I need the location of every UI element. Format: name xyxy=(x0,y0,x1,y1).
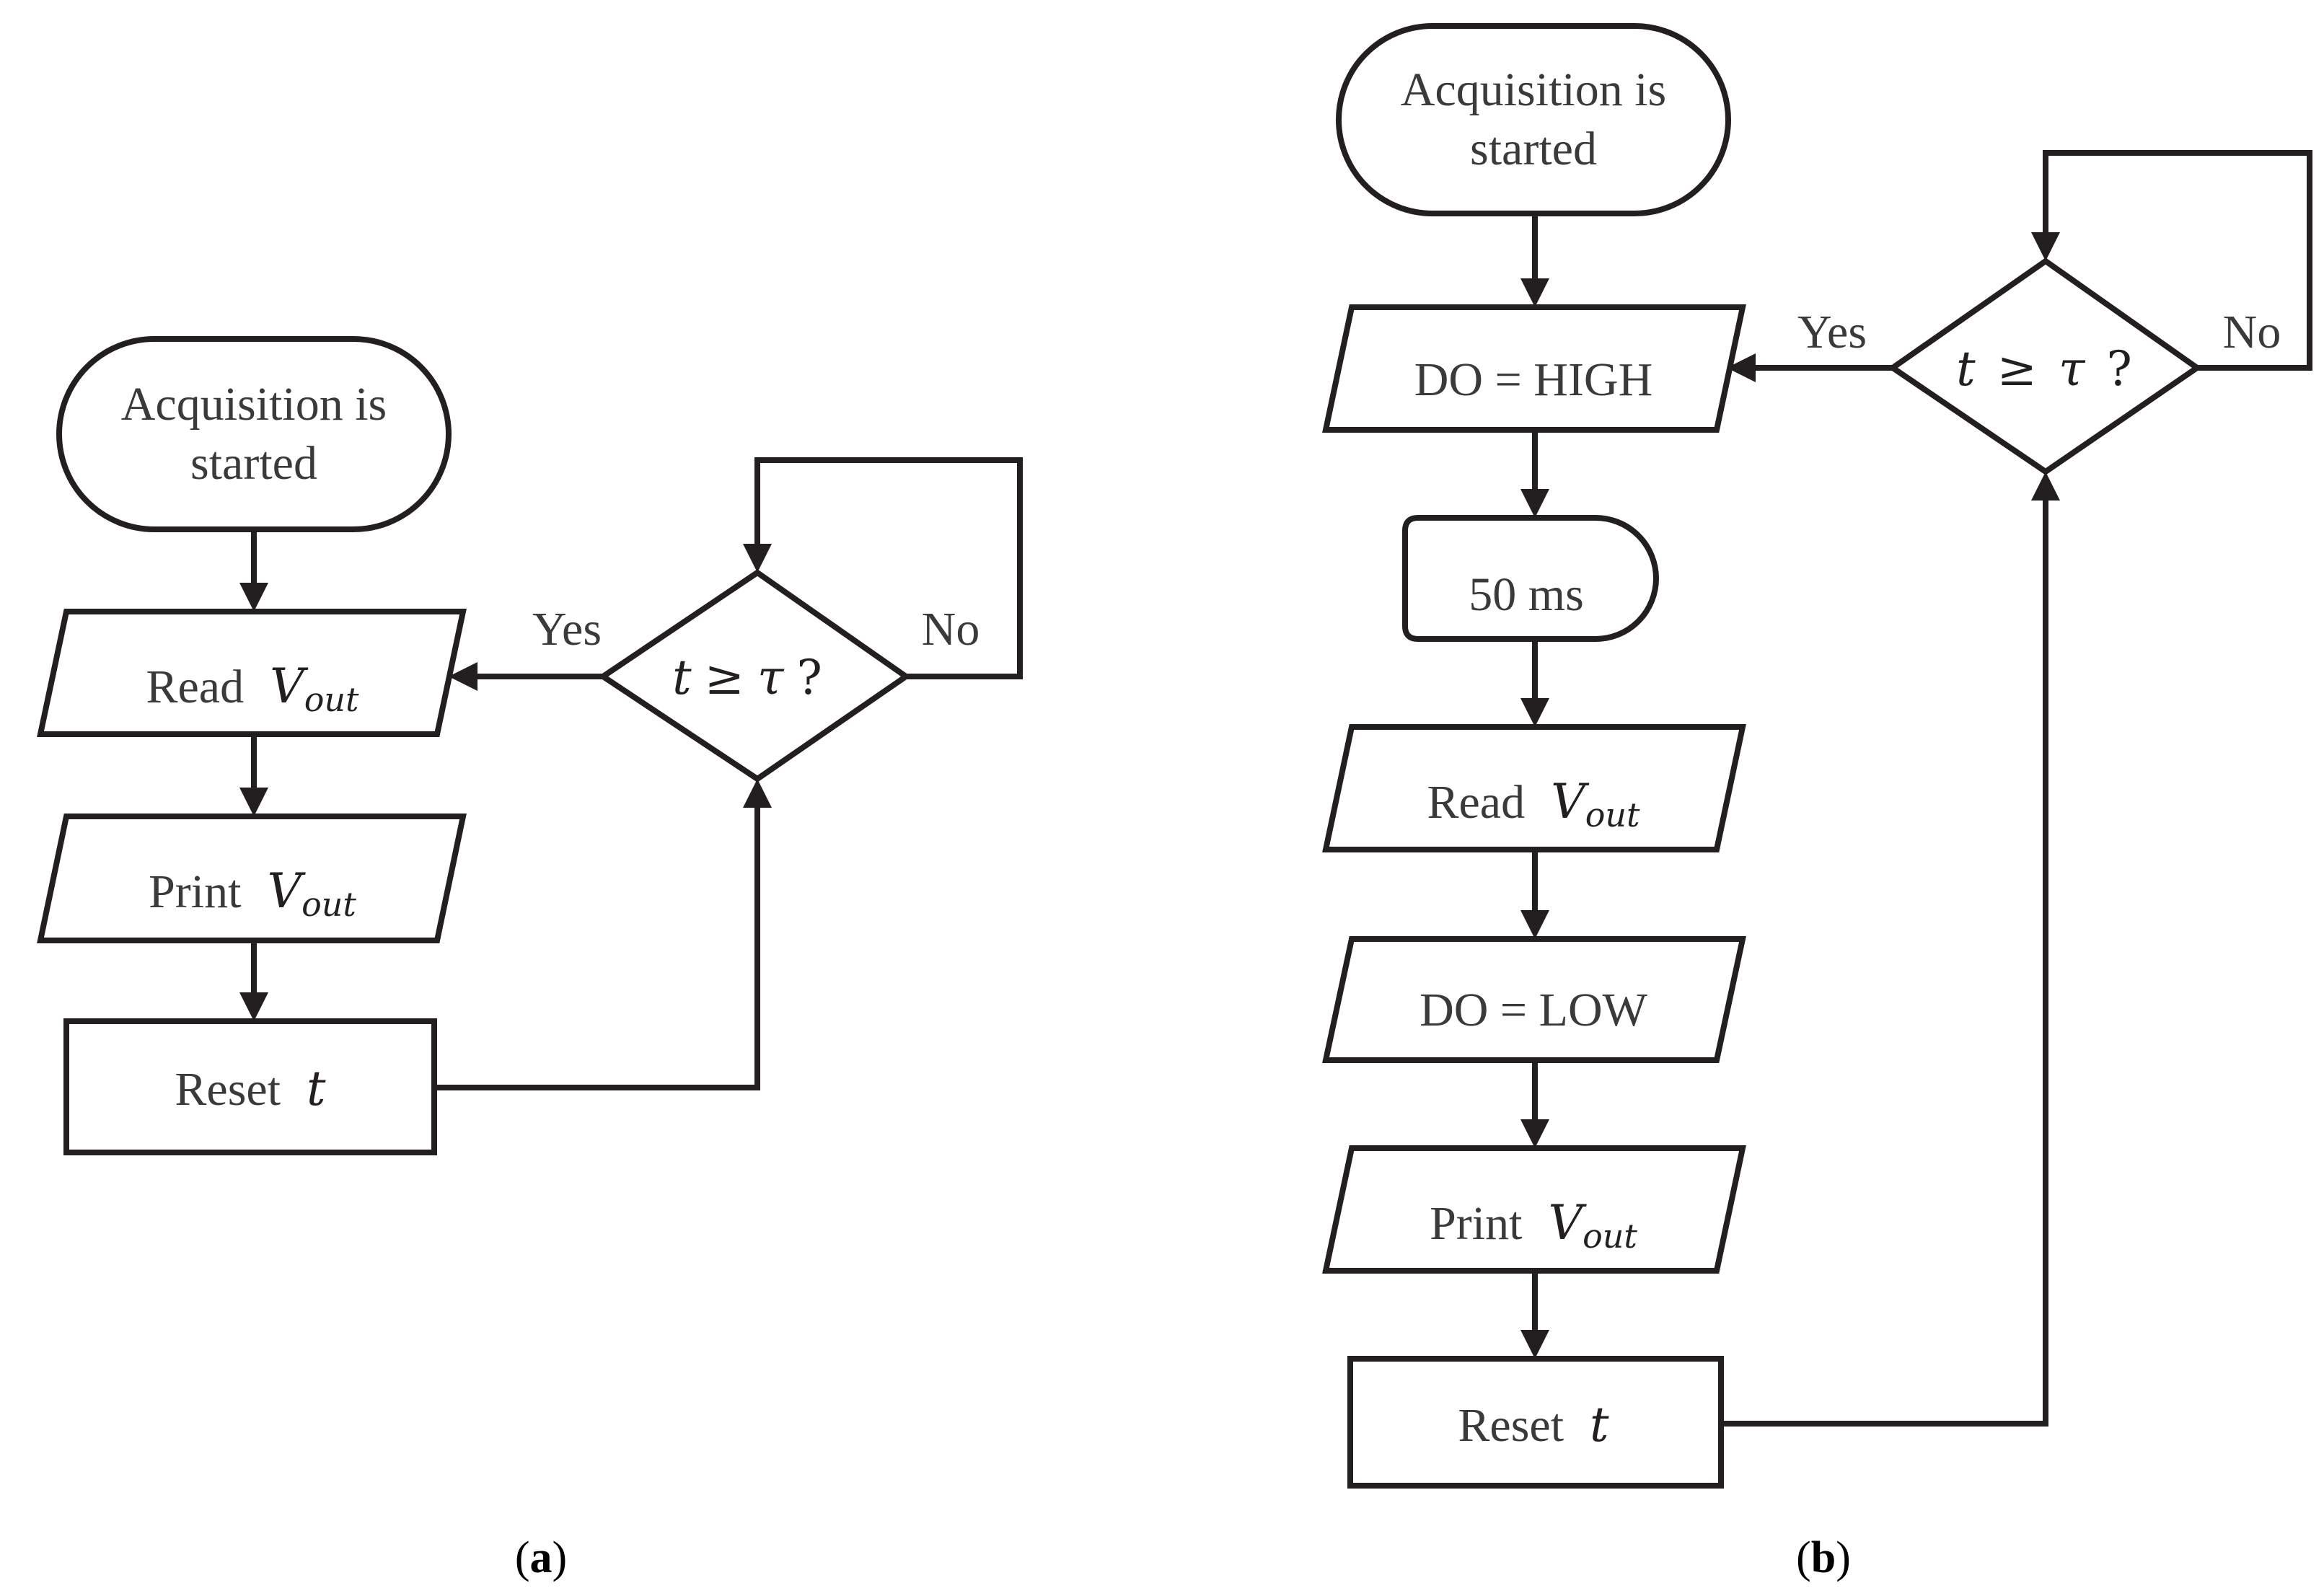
geq-symbol: ≥ xyxy=(705,650,744,705)
arrowhead xyxy=(1727,353,1756,382)
read-vout-box-b xyxy=(1322,724,1746,852)
read-vout-box-a xyxy=(37,609,467,737)
out-subscript: out xyxy=(304,680,359,719)
v-symbol: V xyxy=(1551,774,1590,829)
caption-b: (b) xyxy=(1796,1533,1851,1582)
arrow-reset-to-decision-a xyxy=(434,806,760,1090)
reset-t-box-a xyxy=(63,1018,437,1155)
start-terminal-a xyxy=(56,336,452,532)
start-terminal-b xyxy=(1336,23,1731,216)
do-high-box-b xyxy=(1322,304,1746,433)
reset-text: Reset xyxy=(1458,1399,1564,1452)
delay-label: 50 ms xyxy=(1469,568,1584,621)
arrowhead xyxy=(743,779,772,808)
arrow-reset-to-decision-b xyxy=(1721,499,2048,1427)
caption-open-paren: ( xyxy=(1796,1533,1811,1582)
arrowhead xyxy=(239,788,268,816)
arrowhead xyxy=(1520,278,1549,307)
arrow-no-loop-b xyxy=(2043,150,2312,371)
arrowhead xyxy=(1520,1330,1549,1359)
caption-a: (a) xyxy=(515,1533,567,1582)
start-label-line1: Acquisition is xyxy=(1401,63,1667,116)
do-high-label: DO = HIGH xyxy=(1414,353,1653,406)
decision-label-b: t ≥ τ? xyxy=(1956,341,2132,397)
do-low-label: DO = LOW xyxy=(1420,984,1648,1036)
arrowhead xyxy=(1520,489,1549,518)
out-subscript: out xyxy=(301,885,356,924)
start-label-line2: started xyxy=(1470,123,1597,175)
arrowhead xyxy=(239,583,268,612)
connectors-b xyxy=(1520,150,2312,1427)
caption-letter: a xyxy=(530,1533,553,1582)
decision-label-a: t≥τ? xyxy=(672,650,822,705)
arrowhead xyxy=(2031,232,2060,261)
print-vout-label: Print Vout xyxy=(149,863,356,924)
caption-close-paren: ) xyxy=(1836,1533,1851,1582)
arrowhead xyxy=(1520,1119,1549,1148)
tau-symbol: τ xyxy=(2059,341,2086,397)
caption-close-paren: ) xyxy=(553,1533,568,1582)
arrowhead xyxy=(743,544,772,573)
reset-t-box-b xyxy=(1347,1356,1724,1489)
arrowhead xyxy=(2031,472,2060,501)
caption-letter: b xyxy=(1811,1533,1836,1582)
read-vout-label: Read Vout xyxy=(146,658,359,719)
v-symbol: V xyxy=(270,658,309,714)
question-mark: ? xyxy=(2106,341,2131,397)
print-text: Print xyxy=(1430,1197,1522,1250)
arrowhead xyxy=(1520,910,1549,939)
tau-symbol: τ xyxy=(757,650,785,705)
arrowhead xyxy=(239,992,268,1021)
question-mark: ? xyxy=(796,650,822,705)
decision-diamond-b xyxy=(1887,257,2203,475)
delay-50ms-box-b xyxy=(1402,515,1659,642)
t-symbol: t xyxy=(307,1061,326,1116)
t-symbol: t xyxy=(1590,1397,1609,1452)
reset-text: Reset xyxy=(175,1063,281,1116)
start-label-line1: Acquisition is xyxy=(121,378,387,431)
print-vout-label: Print Vout xyxy=(1430,1195,1637,1256)
arrow-no-loop-a xyxy=(754,457,1023,679)
print-vout-box-a xyxy=(37,814,467,943)
diagram-b: Acquisition is started DO = HIGH 50 ms R… xyxy=(1322,23,2312,1582)
read-text: Read xyxy=(146,661,244,713)
read-vout-label: Read Vout xyxy=(1427,774,1640,834)
out-subscript: out xyxy=(1583,1217,1637,1256)
t-symbol: t xyxy=(672,650,692,705)
read-text: Read xyxy=(1427,776,1525,829)
start-label-line2: started xyxy=(190,437,317,490)
no-label-a: No xyxy=(922,603,980,656)
yes-label-b: Yes xyxy=(1797,306,1867,358)
v-symbol: V xyxy=(267,863,306,919)
print-text: Print xyxy=(149,865,241,918)
no-label-b: No xyxy=(2223,306,2281,358)
decision-diamond-a xyxy=(597,569,912,782)
geq-symbol: ≥ xyxy=(1997,341,2037,397)
t-symbol: t xyxy=(1956,341,1976,397)
caption-open-paren: ( xyxy=(515,1533,530,1582)
v-symbol: V xyxy=(1548,1195,1587,1251)
out-subscript: out xyxy=(1585,795,1640,834)
arrowhead xyxy=(1520,698,1549,727)
do-low-box-b xyxy=(1322,936,1746,1063)
yes-label-a: Yes xyxy=(532,603,602,656)
print-vout-box-b xyxy=(1322,1145,1746,1274)
arrowhead xyxy=(449,662,477,691)
connectors-a xyxy=(239,457,1023,1090)
